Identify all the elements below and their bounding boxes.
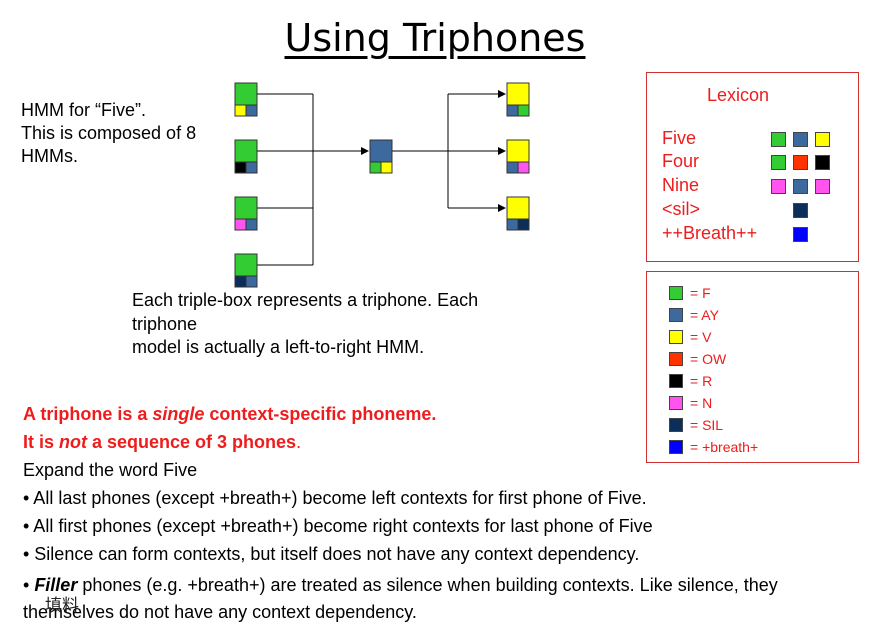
- lexicon-word: ++Breath++: [662, 223, 758, 243]
- triphone-center-box: [506, 196, 530, 220]
- note-line: triphone: [132, 313, 198, 334]
- triphone-right-context-box: [245, 275, 258, 288]
- legend-label: = OW: [690, 351, 727, 367]
- legend-label: = F: [690, 285, 711, 301]
- lexicon-phone-square: [771, 132, 786, 147]
- triphone-center-box: [234, 253, 258, 277]
- triphone-left-context-box: [234, 218, 247, 231]
- triphone-right-context-box: [380, 161, 393, 174]
- triphone-center-box: [506, 82, 530, 106]
- diagram-connectors: [257, 90, 506, 266]
- lexicon-phone-square: [793, 155, 808, 170]
- lexicon-word: Five: [662, 128, 697, 148]
- legend-label: = SIL: [690, 417, 724, 433]
- triphone-right-context-box: [517, 161, 530, 174]
- triphone-center-box: [234, 82, 258, 106]
- triphone-right-context-box: [245, 218, 258, 231]
- triphone-center-box: [506, 139, 530, 163]
- legend-color-swatch: [669, 286, 683, 300]
- legend-color-swatch: [669, 440, 683, 454]
- emphasis-text: A triphone is a: [23, 404, 153, 424]
- legend-box: [646, 271, 859, 463]
- triphone-center-box: [369, 139, 393, 163]
- emphasis-italic: single: [152, 404, 205, 424]
- hmm-desc-line: This is composed of 8: [21, 123, 197, 143]
- legend-label: = AY: [690, 307, 719, 323]
- emphasis-line-1: A triphone is a single context-specific …: [23, 404, 436, 425]
- emphasis-line-2: It is not a sequence of 3 phones.: [23, 432, 301, 453]
- emphasis-text: context-specific phoneme.: [204, 404, 437, 424]
- hmm-desc-line: HMM for “Five”.: [21, 100, 146, 120]
- bullet-item: • All first phones (except +breath+) bec…: [23, 516, 653, 536]
- triphone-right-context-box: [245, 104, 258, 117]
- legend-label: = R: [690, 373, 713, 389]
- triphone-left-context-box: [506, 104, 519, 117]
- hmm-description: HMM for “Five”. This is composed of 8 HM…: [21, 99, 231, 168]
- last-phone-triphones: [506, 82, 530, 231]
- lexicon-phone-square: [793, 132, 808, 147]
- legend-label: = N: [690, 395, 713, 411]
- legend-color-swatch: [669, 352, 683, 366]
- first-phone-triphones: [234, 82, 258, 288]
- triphone-right-context-box: [517, 218, 530, 231]
- page-title: Using Triphones: [284, 16, 586, 60]
- legend-color-swatch: [669, 396, 683, 410]
- filler-term: Filler: [34, 575, 78, 595]
- hmm-desc-line: HMMs.: [21, 146, 78, 166]
- triphone-note: Each triple-box represents a triphone. E…: [132, 289, 532, 360]
- lexicon-phone-square: [793, 227, 808, 242]
- lexicon-word: Nine: [662, 175, 700, 195]
- ime-overlay-text: 填料: [45, 596, 79, 615]
- triphone-left-context-box: [234, 161, 247, 174]
- triphone-center-box: [234, 139, 258, 163]
- bullet-item: • Silence can form contexts, but itself …: [23, 544, 640, 564]
- triphone-left-context-box: [234, 275, 247, 288]
- bullet-item-filler: • Filler phones (e.g. +breath+) are trea…: [23, 572, 843, 626]
- lexicon-phone-square: [815, 132, 830, 147]
- triphone-right-context-box: [517, 104, 530, 117]
- lexicon-phone-square: [771, 179, 786, 194]
- lexicon-word: Four: [662, 151, 700, 171]
- triphone-left-context-box: [369, 161, 382, 174]
- emphasis-period: .: [296, 432, 302, 452]
- emphasis-text: It is: [23, 432, 60, 452]
- legend-color-swatch: [669, 374, 683, 388]
- triphone-left-context-box: [506, 161, 519, 174]
- legend-label: = +breath+: [690, 439, 759, 455]
- bullet-text: phones (e.g. +breath+) are treated as si…: [23, 575, 778, 622]
- note-line: model is actually a left-to-right HMM.: [132, 337, 425, 357]
- expand-heading: Expand the word Five: [23, 460, 198, 480]
- lexicon-phone-square: [793, 179, 808, 194]
- triphone-left-context-box: [234, 104, 247, 117]
- lexicon-phone-square: [771, 155, 786, 170]
- lexicon-title: Lexicon: [707, 85, 770, 105]
- lexicon-phone-square: [793, 203, 808, 218]
- legend-color-swatch: [669, 308, 683, 322]
- middle-triphone: [369, 139, 393, 174]
- lexicon-phone-square: [815, 155, 830, 170]
- triphone-diagram: [234, 82, 530, 288]
- lexicon-box: [646, 72, 859, 262]
- legend-label: = V: [690, 329, 712, 345]
- lexicon-word: <sil>: [662, 199, 701, 219]
- note-line: Each triple-box represents a triphone. E…: [132, 290, 479, 310]
- legend-color-swatch: [669, 330, 683, 344]
- triphone-center-box: [234, 196, 258, 220]
- bullet-item: • All last phones (except +breath+) beco…: [23, 488, 647, 508]
- bullet-marker: •: [23, 575, 35, 595]
- triphone-right-context-box: [245, 161, 258, 174]
- legend-color-swatch: [669, 418, 683, 432]
- lexicon-phone-square: [815, 179, 830, 194]
- emphasis-text: a sequence of 3 phones: [87, 432, 297, 452]
- triphone-left-context-box: [506, 218, 519, 231]
- emphasis-italic: not: [59, 432, 87, 452]
